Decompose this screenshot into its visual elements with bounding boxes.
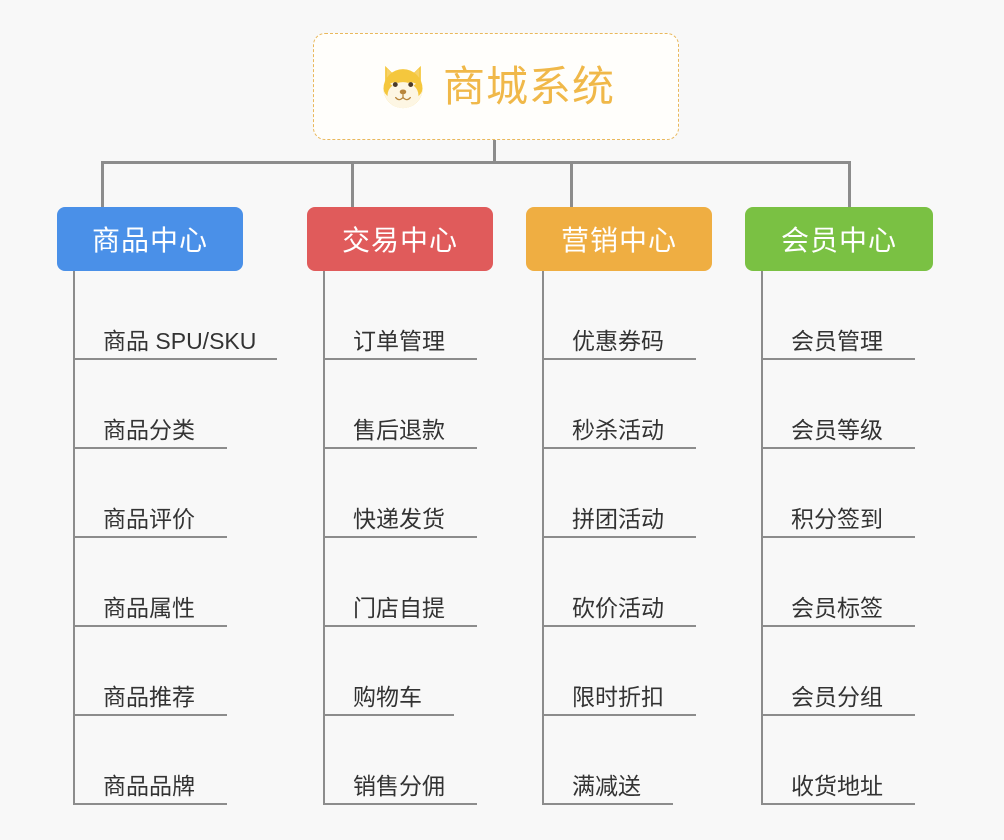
leaf-label: 商品属性 <box>103 594 195 621</box>
category-box-交易中心[interactable]: 交易中心 <box>307 207 493 271</box>
leaf-item[interactable]: 会员标签 <box>761 538 915 627</box>
root-node[interactable]: 商城系统 <box>313 33 679 140</box>
category-label: 交易中心 <box>341 225 458 256</box>
leaf-item[interactable]: 砍价活动 <box>542 538 696 627</box>
leaf-label: 收货地址 <box>791 772 883 799</box>
leaf-item[interactable]: 拼团活动 <box>542 449 696 538</box>
leaf-item[interactable]: 商品评价 <box>73 449 227 538</box>
leaf-item[interactable]: 订单管理 <box>323 271 477 360</box>
leaf-item[interactable]: 优惠券码 <box>542 271 696 360</box>
leaf-item[interactable]: 购物车 <box>323 627 454 716</box>
leaf-label: 商品 SPU/SKU <box>103 327 257 354</box>
leaf-label: 商品分类 <box>103 416 195 443</box>
leaf-item[interactable]: 满减送 <box>542 716 673 805</box>
leaf-item[interactable]: 限时折扣 <box>542 627 696 716</box>
leaf-item[interactable]: 会员分组 <box>761 627 915 716</box>
leaf-item[interactable]: 收货地址 <box>761 716 915 805</box>
category-label: 商品中心 <box>91 225 208 256</box>
category-label: 会员中心 <box>780 225 897 256</box>
leaf-item[interactable]: 商品推荐 <box>73 627 227 716</box>
leaf-label: 满减送 <box>572 772 641 799</box>
leaf-item[interactable]: 会员管理 <box>761 271 915 360</box>
leaf-item[interactable]: 商品属性 <box>73 538 227 627</box>
category-box-营销中心[interactable]: 营销中心 <box>526 207 712 271</box>
leaf-item[interactable]: 会员等级 <box>761 360 915 449</box>
leaf-item[interactable]: 秒杀活动 <box>542 360 696 449</box>
leaf-label: 限时折扣 <box>572 683 664 710</box>
leaf-item[interactable]: 商品分类 <box>73 360 227 449</box>
drop-connector-4 <box>848 161 851 208</box>
leaf-label: 快递发货 <box>353 505 445 532</box>
leaf-label: 拼团活动 <box>572 505 664 532</box>
leaf-label: 销售分佣 <box>353 772 445 799</box>
leaf-label: 会员等级 <box>791 416 883 443</box>
leaf-label: 门店自提 <box>353 594 445 621</box>
leaf-item[interactable]: 商品 SPU/SKU <box>73 271 277 360</box>
leaf-label: 会员标签 <box>791 594 883 621</box>
leaf-label: 商品评价 <box>103 505 195 532</box>
root-title: 商城系统 <box>442 62 615 110</box>
leaf-item[interactable]: 门店自提 <box>323 538 477 627</box>
drop-connector-1 <box>101 161 104 208</box>
leaf-item[interactable]: 销售分佣 <box>323 716 477 805</box>
leaf-label: 售后退款 <box>353 416 445 443</box>
leaf-label: 优惠券码 <box>572 327 664 354</box>
leaf-label: 砍价活动 <box>572 594 664 621</box>
leaf-item[interactable]: 积分签到 <box>761 449 915 538</box>
leaf-item[interactable]: 商品品牌 <box>73 716 227 805</box>
leaf-label: 积分签到 <box>791 505 883 532</box>
leaf-label: 秒杀活动 <box>572 416 664 443</box>
leaf-label: 商品推荐 <box>103 683 195 710</box>
leaf-label: 订单管理 <box>353 327 445 354</box>
leaf-item[interactable]: 售后退款 <box>323 360 477 449</box>
leaf-item[interactable]: 快递发货 <box>323 449 477 538</box>
category-box-商品中心[interactable]: 商品中心 <box>57 207 243 271</box>
category-label: 营销中心 <box>560 225 677 256</box>
category-box-会员中心[interactable]: 会员中心 <box>745 207 933 271</box>
drop-connector-3 <box>570 161 573 208</box>
leaf-label: 商品品牌 <box>103 772 195 799</box>
leaf-label: 会员分组 <box>791 683 883 710</box>
horizontal-bus-connector <box>101 161 851 164</box>
leaf-label: 会员管理 <box>791 327 883 354</box>
dog-face-icon <box>383 65 423 108</box>
root-stem-connector <box>493 140 496 164</box>
leaf-label: 购物车 <box>353 683 422 710</box>
drop-connector-2 <box>351 161 354 208</box>
